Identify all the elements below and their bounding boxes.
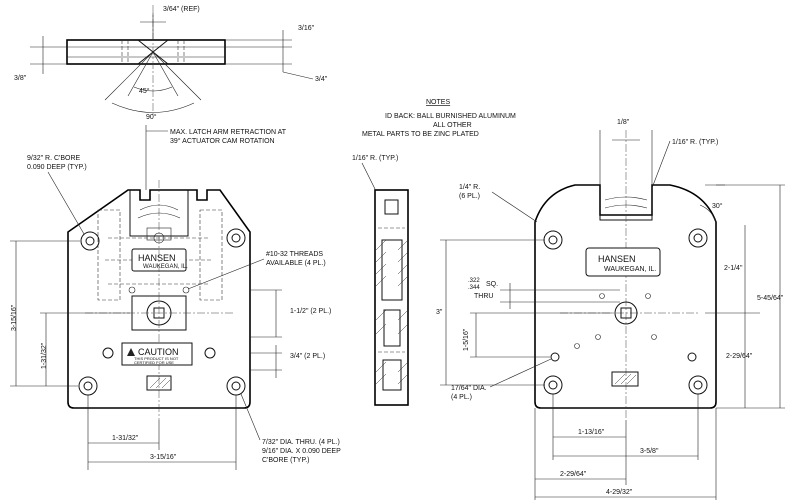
dim-3-4-2pl-label: 3/4" (2 PL.) <box>290 353 325 360</box>
dim-4-29-32-label: 4-29/32" <box>606 489 633 496</box>
hole-17-64-line-2: (4 PL.) <box>451 394 472 401</box>
angle-90-label: 90° <box>146 113 157 121</box>
threads-note-1: #10-32 THREADS <box>266 251 323 258</box>
cbore-note-1: 9/32" R. C'BORE <box>27 155 81 162</box>
hole-note-1: 7/32" DIA. THRU. (4 PL.) <box>262 439 340 446</box>
top-view-body <box>66 39 226 65</box>
side-radius-note: 1/16" R. (TYP.) <box>352 155 398 162</box>
caution-title: CAUTION <box>138 347 179 357</box>
right-hole-br <box>688 375 708 395</box>
radius-1-4-line-2: (6 PL.) <box>459 193 480 200</box>
threads-note-2: AVAILABLE (4 PL.) <box>266 260 326 267</box>
right-radius-1-16: 1/16" R. (TYP.) <box>672 139 718 146</box>
hole-note-3: C'BORE (TYP.) <box>262 457 310 464</box>
front-view-left: HANSEN WAUKEGAN, IL. CAUTION THIS PRODUC… <box>10 125 341 470</box>
dim-3-15-16-h-label: 3-15/16" <box>150 454 177 461</box>
dim-1-1-2-label: 1-1/2" (2 PL.) <box>290 308 331 315</box>
sq-note-2: .344 <box>468 285 480 291</box>
side-section-view: 1/16" R. (TYP.) <box>352 155 409 406</box>
angle-45-label: 45° <box>139 87 150 95</box>
latch-note-2: 39° ACTUATOR CAM ROTATION <box>170 137 275 145</box>
sq-note-3: SQ. <box>486 281 498 288</box>
right-label-brand: HANSEN <box>598 254 636 264</box>
right-label-city: WAUKEGAN, IL. <box>604 266 656 273</box>
notes-line-1: ID BACK: BALL BURNISHED ALUMINUM <box>385 113 516 120</box>
latch-note-1: MAX. LATCH ARM RETRACTION AT <box>170 129 287 136</box>
caution-sub-1: THIS PRODUCT IS NOT <box>134 356 179 361</box>
notes-title: NOTES <box>426 99 450 106</box>
notes-line-3: METAL PARTS TO BE ZINC PLATED <box>362 131 479 138</box>
right-plate-outline <box>534 184 717 409</box>
hole-17-64-line-1: 17/64" DIA. <box>451 385 487 392</box>
ref-dim-label: 3/64" (REF) <box>163 6 200 13</box>
dim-3-label: 3" <box>436 309 443 316</box>
top-view: 45° 90° 3/64" (REF) 3/16" 3/4" 3/8" <box>14 5 328 121</box>
sq-note-1: .322 <box>468 278 480 284</box>
left-hole-br <box>226 376 246 396</box>
front-view-right: HANSEN WAUKEGAN, IL. 1/8" 1/16" R. <box>436 119 785 500</box>
dim-3-16-label: 3/16" <box>298 25 315 32</box>
dim-2-29-64-v-label: 2-29/64" <box>726 353 753 360</box>
dim-3-15-16-v-label: 3-15/16" <box>11 304 18 331</box>
sq-note-4: THRU <box>474 293 493 300</box>
left-hole-tl <box>80 231 100 251</box>
cbore-note-2: 0.090 DEEP (TYP.) <box>27 164 87 171</box>
notes-block: NOTES ID BACK: BALL BURNISHED ALUMINUM A… <box>362 99 516 138</box>
dim-5-45-64-label: 5-45/64" <box>757 295 784 302</box>
caution-sub-2: CERTIFIED FOR USE <box>134 360 174 365</box>
dim-3-4-label: 3/4" <box>315 76 328 83</box>
right-hole-tr <box>688 228 708 248</box>
radius-1-4-line-1: 1/4" R. <box>459 184 480 191</box>
side-body <box>374 189 409 406</box>
dim-3-8-label: 3/8" <box>14 75 27 82</box>
dim-1-31-32-v-label: 1-31/32" <box>41 342 48 369</box>
left-label-city: WAUKEGAN, IL. <box>143 264 188 270</box>
notes-line-2: ALL OTHER <box>433 122 472 129</box>
left-hole-bl <box>78 376 98 396</box>
dim-1-8-label: 1/8" <box>617 119 630 126</box>
dim-1-13-16-label: 1-13/16" <box>578 429 605 436</box>
hole-note-2: 9/16" DIA. X 0.090 DEEP <box>262 448 341 455</box>
right-label-plate <box>585 247 661 277</box>
dim-1-31-32-h-label: 1-31/32" <box>112 435 139 442</box>
right-hole-bl <box>543 375 563 395</box>
caution-label <box>121 342 193 366</box>
dim-2-1-4-label: 2-1/4" <box>724 265 743 272</box>
left-hole-tr <box>226 228 246 248</box>
dim-3-5-8-label: 3-5/8" <box>640 448 659 455</box>
left-plate-outline <box>67 189 251 409</box>
left-label-brand: HANSEN <box>138 253 176 263</box>
angle-30-label: 30° <box>712 202 723 210</box>
dim-1-5-16-label: 1-5/16" <box>463 328 470 351</box>
right-hole-tl <box>543 230 563 250</box>
dim-2-29-64-h-label: 2-29/64" <box>560 471 587 478</box>
